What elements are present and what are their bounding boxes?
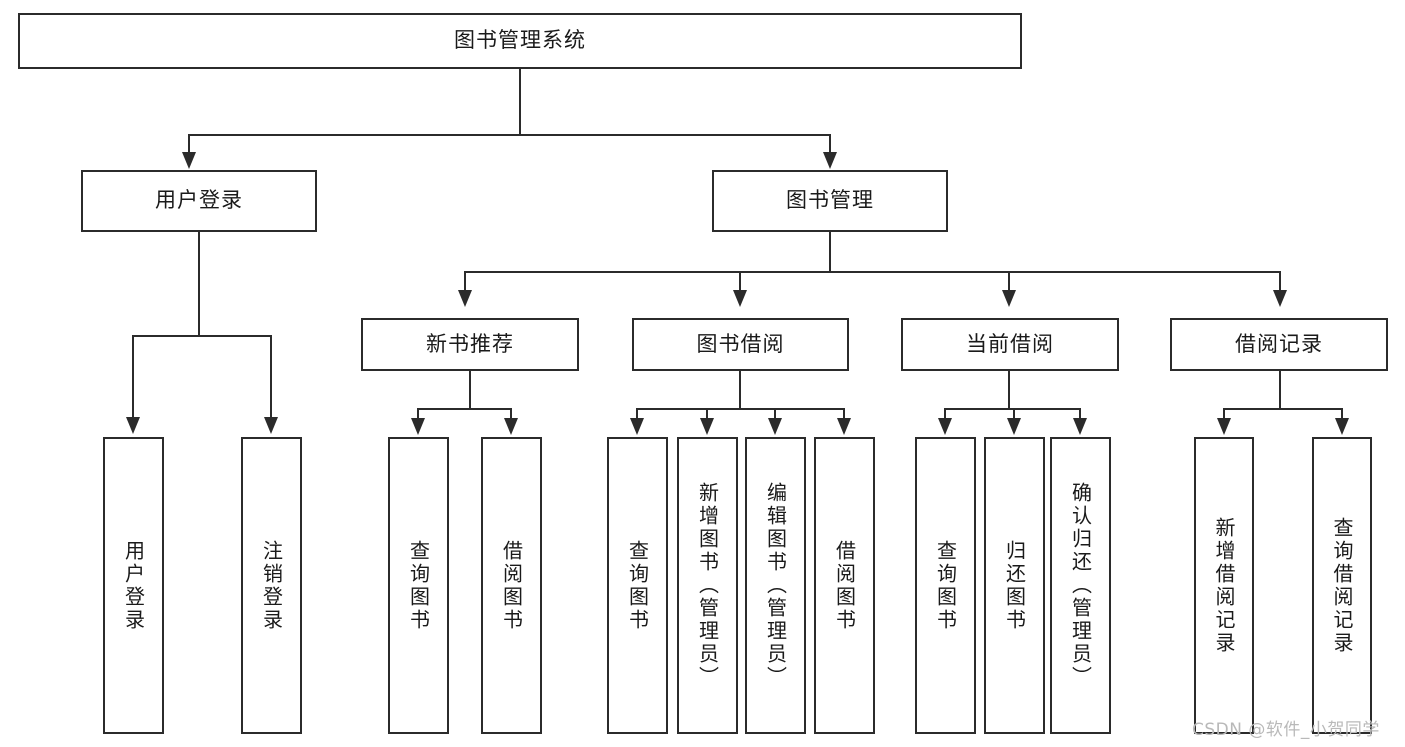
leaf-query-book-2-label: 查询图书	[625, 539, 650, 632]
arrow-bb-to-leaf2	[700, 418, 714, 435]
arrow-bm-to-current-borrow	[1002, 290, 1016, 307]
connector-bb-to-leaf2	[706, 408, 708, 420]
connector-br-bus	[1223, 408, 1343, 410]
node-new-book-recommend[interactable]: 新书推荐	[361, 318, 579, 371]
leaf-user-login[interactable]: 用户登录	[103, 437, 164, 734]
leaf-add-book-label: 新增图书（管理员）	[695, 482, 720, 689]
connector-book-manage-bus	[464, 271, 1281, 273]
leaf-confirm-return[interactable]: 确认归还（管理员）	[1050, 437, 1111, 734]
connector-bb-to-leaf1	[636, 408, 638, 420]
connector-nbr-trunk	[469, 371, 471, 409]
node-root[interactable]: 图书管理系统	[18, 13, 1022, 69]
leaf-borrow-book-1[interactable]: 借阅图书	[481, 437, 542, 734]
arrow-bm-to-new-book	[458, 290, 472, 307]
connector-bm-to-new-book	[464, 271, 466, 292]
arrow-user-login-to-leaf2	[264, 417, 278, 434]
connector-user-login-bus	[132, 335, 271, 337]
connector-bb-to-leaf4	[843, 408, 845, 420]
arrow-br-to-leaf2	[1335, 418, 1349, 435]
connector-cb-trunk	[1008, 371, 1010, 409]
arrow-bm-to-borrow-record	[1273, 290, 1287, 307]
connector-root-to-user-login	[188, 134, 190, 155]
connector-book-manage-trunk	[829, 232, 831, 272]
arrow-cb-to-leaf1	[938, 418, 952, 435]
arrow-bb-to-leaf4	[837, 418, 851, 435]
leaf-query-book-3[interactable]: 查询图书	[915, 437, 976, 734]
connector-nbr-to-leaf1	[417, 408, 419, 420]
leaf-user-logout-label: 注销登录	[259, 539, 284, 632]
leaf-borrow-book-1-label: 借阅图书	[499, 539, 524, 632]
connector-bm-to-current-borrow	[1008, 271, 1010, 292]
connector-root-bus	[188, 134, 831, 136]
connector-nbr-bus	[417, 408, 512, 410]
arrow-br-to-leaf1	[1217, 418, 1231, 435]
connector-root-to-book-manage	[829, 134, 831, 155]
node-book-manage[interactable]: 图书管理	[712, 170, 948, 232]
leaf-borrow-book-2-label: 借阅图书	[832, 539, 857, 632]
leaf-query-book-1[interactable]: 查询图书	[388, 437, 449, 734]
leaf-query-book-1-label: 查询图书	[406, 539, 431, 632]
node-book-manage-label: 图书管理	[786, 188, 874, 213]
arrow-root-to-book-manage	[823, 152, 837, 169]
node-current-borrow[interactable]: 当前借阅	[901, 318, 1119, 371]
arrow-bm-to-book-borrow	[733, 290, 747, 307]
csdn-watermark: CSDN @软件_小贺同学	[1192, 720, 1380, 740]
connector-cb-to-leaf1	[944, 408, 946, 420]
arrow-cb-to-leaf3	[1073, 418, 1087, 435]
connector-user-login-to-leaf1	[132, 335, 134, 419]
connector-root-trunk	[519, 69, 521, 135]
connector-cb-to-leaf3	[1079, 408, 1081, 420]
leaf-return-book[interactable]: 归还图书	[984, 437, 1045, 734]
node-book-borrow[interactable]: 图书借阅	[632, 318, 849, 371]
leaf-confirm-return-label: 确认归还（管理员）	[1068, 482, 1093, 689]
node-new-book-recommend-label: 新书推荐	[426, 331, 514, 356]
arrow-bb-to-leaf3	[768, 418, 782, 435]
leaf-query-record-label: 查询借阅记录	[1330, 516, 1354, 655]
node-borrow-record[interactable]: 借阅记录	[1170, 318, 1388, 371]
leaf-return-book-label: 归还图书	[1002, 539, 1027, 632]
connector-cb-bus	[944, 408, 1080, 410]
connector-user-login-to-leaf2	[270, 335, 272, 419]
connector-br-trunk	[1279, 371, 1281, 409]
node-user-login-label: 用户登录	[155, 188, 243, 213]
connector-nbr-to-leaf2	[510, 408, 512, 420]
node-user-login[interactable]: 用户登录	[81, 170, 317, 232]
connector-br-to-leaf1	[1223, 408, 1225, 420]
leaf-query-book-3-label: 查询图书	[933, 539, 958, 632]
leaf-user-login-label: 用户登录	[121, 539, 146, 632]
leaf-add-record-label: 新增借阅记录	[1212, 516, 1236, 655]
node-root-label: 图书管理系统	[454, 28, 586, 53]
connector-cb-to-leaf2	[1013, 408, 1015, 420]
arrow-nbr-to-leaf2	[504, 418, 518, 435]
leaf-query-book-2[interactable]: 查询图书	[607, 437, 668, 734]
arrow-nbr-to-leaf1	[411, 418, 425, 435]
connector-br-to-leaf2	[1341, 408, 1343, 420]
leaf-add-record[interactable]: 新增借阅记录	[1194, 437, 1254, 734]
leaf-borrow-book-2[interactable]: 借阅图书	[814, 437, 875, 734]
leaf-edit-book-label: 编辑图书（管理员）	[763, 482, 788, 689]
arrow-cb-to-leaf2	[1007, 418, 1021, 435]
node-book-borrow-label: 图书借阅	[696, 331, 785, 356]
arrow-root-to-user-login	[182, 152, 196, 169]
arrow-user-login-to-leaf1	[126, 417, 140, 434]
connector-user-login-trunk	[198, 232, 200, 336]
arrow-bb-to-leaf1	[630, 418, 644, 435]
connector-bb-trunk	[739, 371, 741, 409]
leaf-user-logout[interactable]: 注销登录	[241, 437, 302, 734]
connector-bm-to-book-borrow	[739, 271, 741, 292]
connector-bb-bus	[636, 408, 844, 410]
leaf-query-record[interactable]: 查询借阅记录	[1312, 437, 1372, 734]
connector-bm-to-borrow-record	[1279, 271, 1281, 292]
leaf-edit-book[interactable]: 编辑图书（管理员）	[745, 437, 806, 734]
connector-bb-to-leaf3	[774, 408, 776, 420]
node-current-borrow-label: 当前借阅	[966, 331, 1054, 356]
node-borrow-record-label: 借阅记录	[1235, 331, 1323, 356]
leaf-add-book[interactable]: 新增图书（管理员）	[677, 437, 738, 734]
